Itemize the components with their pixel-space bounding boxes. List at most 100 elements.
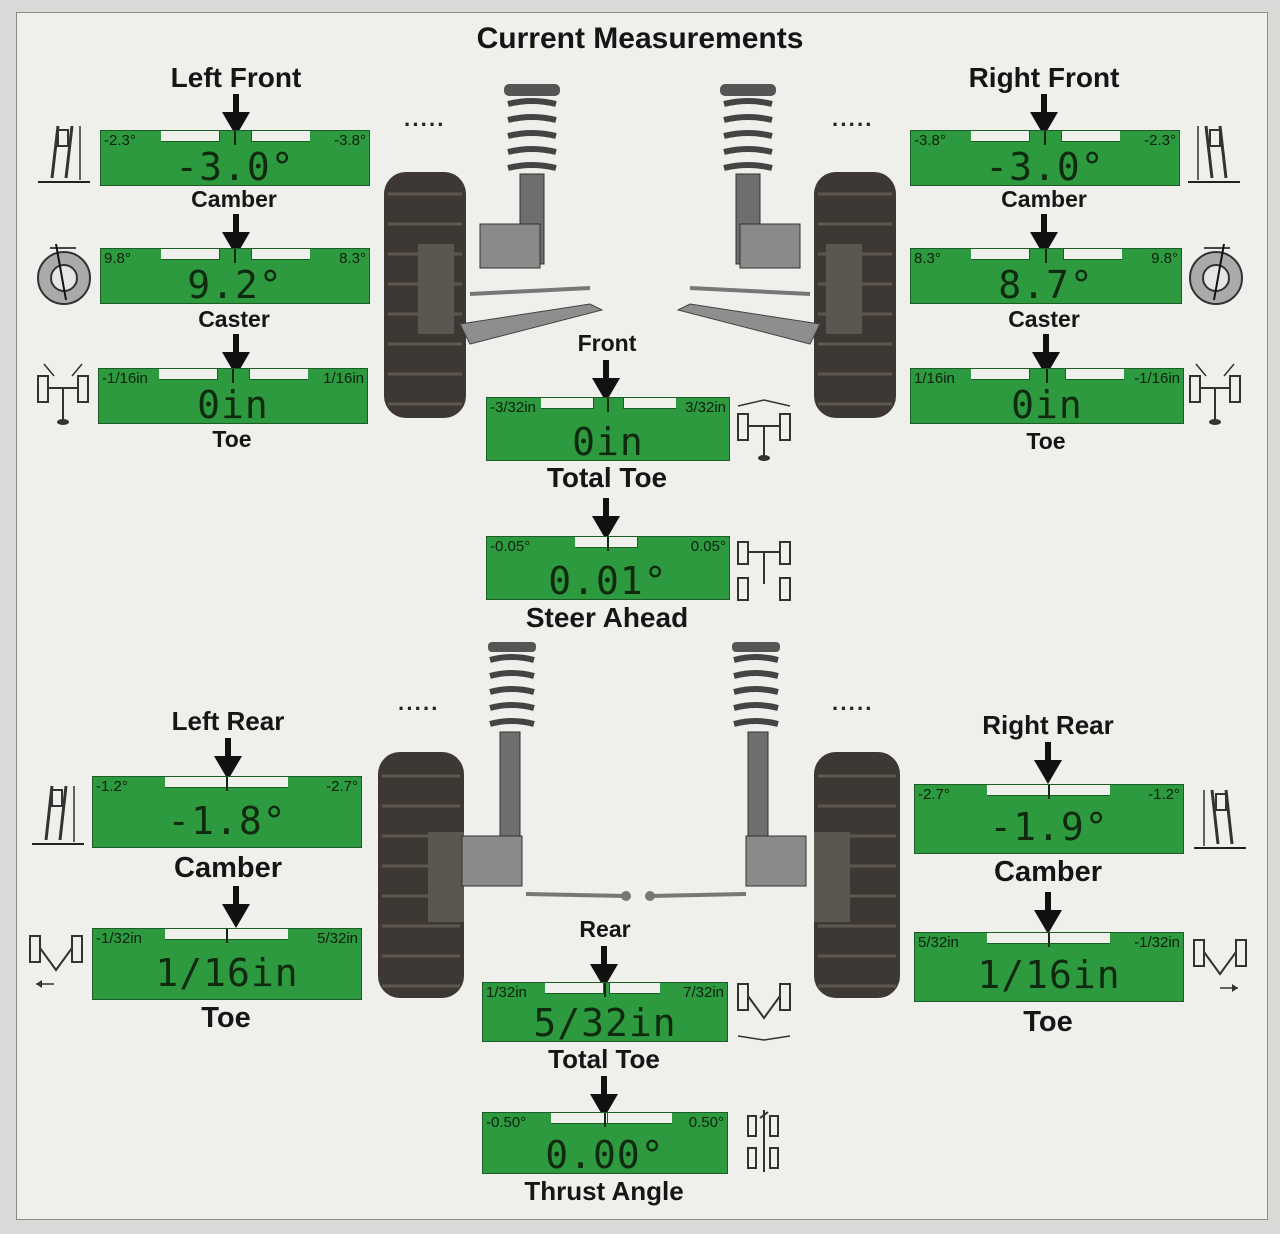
gauge-max: 5/32in (317, 930, 358, 947)
gauge-min: -3.8° (914, 132, 946, 149)
left-front-toe-gauge: -1/16in 1/16in 0in (98, 368, 368, 427)
gauge-value: 0in (1011, 383, 1083, 427)
gauge-max: 1/16in (323, 370, 364, 387)
gauge-max: -1.2° (1148, 786, 1180, 803)
gauge-min: -1/16in (102, 370, 148, 387)
left-rear-camber-label: Camber (174, 852, 282, 884)
steer-ahead-gauge: -0.05° 0.05° 0.01° (486, 536, 730, 603)
gauge-max: 0.05° (690, 538, 726, 555)
camber-diagram-icon (1194, 789, 1246, 849)
gauge-value: 0.01° (548, 559, 668, 603)
caster-diagram-icon (37, 243, 91, 305)
camber-diagram-icon (32, 785, 84, 845)
gauge-min: 8.3° (914, 250, 941, 267)
left-rear-camber-gauge: -1.2° -2.7° -1.8° (92, 776, 362, 848)
left-front-camber-gauge: -2.3° -3.8° -3.0° (100, 130, 370, 189)
left-front-caster-gauge: 9.8° 8.3° 9.2° (100, 248, 370, 307)
right-front-camber-label: Camber (1001, 186, 1087, 212)
left-front-toe-label: Toe (212, 426, 252, 452)
dotted-guide: ····· (404, 112, 446, 137)
gauge-value: 0in (197, 383, 269, 427)
gauge-value: 0.00° (545, 1133, 665, 1177)
gauge-min: -3/32in (490, 399, 536, 416)
gauge-max: -2.3° (1144, 132, 1176, 149)
gauge-value: 5/32in (533, 1001, 677, 1045)
front-suspension-illustration (384, 84, 896, 418)
gauge-max: 3/32in (685, 399, 726, 416)
rear-center-label: Rear (579, 916, 631, 942)
gauge-value: 0in (572, 420, 644, 464)
caster-diagram-icon (1189, 243, 1243, 305)
rear-total-toe-label: Total Toe (548, 1044, 660, 1074)
down-arrow-icon (222, 94, 250, 136)
gauge-max: -2.7° (326, 778, 358, 795)
dotted-guide: ····· (398, 696, 440, 721)
right-rear-label: Right Rear (982, 710, 1114, 740)
gauge-value: -1.9° (989, 805, 1109, 849)
front-total-toe-gauge: -3/32in 3/32in 0in (486, 397, 730, 464)
right-front-camber-gauge: -3.8° -2.3° -3.0° (910, 130, 1180, 189)
gauge-value: -3.0° (985, 145, 1105, 189)
down-arrow-icon (1034, 892, 1062, 934)
camber-diagram-icon (1188, 125, 1240, 183)
toe-diagram-icon (1193, 939, 1247, 992)
gauge-min: -1/32in (96, 930, 142, 947)
right-rear-toe-label: Toe (1023, 1006, 1073, 1038)
dotted-guide: ····· (832, 112, 874, 137)
gauge-min: 9.8° (104, 250, 131, 267)
toe-diagram-icon (1189, 363, 1241, 425)
gauge-max: 8.3° (339, 250, 366, 267)
left-front-camber-label: Camber (191, 186, 277, 212)
gauge-value: 1/16in (977, 953, 1121, 997)
gauge-min: 1/32in (486, 984, 527, 1001)
gauge-max: -1/16in (1134, 370, 1180, 387)
camber-diagram-icon (38, 125, 90, 183)
right-front-caster-gauge: 8.3° 9.8° 8.7° (910, 248, 1182, 307)
gauge-max: -3.8° (334, 132, 366, 149)
right-rear-camber-label: Camber (994, 856, 1102, 888)
thrust-angle-gauge: -0.50° 0.50° 0.00° (482, 1112, 728, 1177)
right-front-label: Right Front (968, 62, 1120, 93)
right-rear-camber-gauge: -2.7° -1.2° -1.9° (914, 784, 1184, 854)
total-toe-diagram-icon (737, 983, 791, 1041)
thrust-angle-label: Thrust Angle (524, 1176, 684, 1206)
gauge-min: 1/16in (914, 370, 955, 387)
gauge-value: -1.8° (167, 799, 287, 843)
gauge-value: 1/16in (155, 951, 299, 995)
steer-ahead-diagram-icon (737, 541, 791, 601)
front-total-toe-label: Total Toe (546, 462, 668, 493)
gauge-min: 5/32in (918, 934, 959, 951)
gauge-min: -0.50° (486, 1114, 527, 1131)
total-toe-diagram-icon (737, 399, 791, 461)
page-title: Current Measurements (476, 22, 804, 55)
left-rear-toe-label: Toe (201, 1002, 251, 1034)
gauge-max: 0.50° (688, 1114, 724, 1131)
gauge-value: 9.2° (187, 263, 283, 307)
front-center-label: Front (577, 330, 637, 356)
gauge-max: -1/32in (1134, 934, 1180, 951)
right-rear-toe-gauge: 5/32in -1/32in 1/16in (914, 932, 1184, 1002)
left-front-caster-label: Caster (198, 306, 270, 332)
down-arrow-icon (1030, 94, 1058, 136)
down-arrow-icon (1034, 742, 1062, 784)
right-front-toe-label: Toe (1026, 428, 1066, 454)
toe-diagram-icon (29, 935, 83, 988)
down-arrow-icon (222, 886, 250, 928)
gauge-max: 9.8° (1151, 250, 1178, 267)
gauge-min: -2.3° (104, 132, 136, 149)
right-front-toe-gauge: 1/16in -1/16in 0in (910, 368, 1184, 427)
down-arrow-icon (222, 334, 250, 376)
rear-suspension-illustration (378, 642, 900, 998)
gauge-value: -3.0° (175, 145, 295, 189)
right-front-caster-label: Caster (1008, 306, 1080, 332)
down-arrow-icon (590, 1076, 618, 1118)
thrust-angle-diagram-icon (747, 1110, 779, 1172)
gauge-value: 8.7° (998, 263, 1094, 307)
down-arrow-icon (1030, 214, 1058, 256)
left-front-label: Left Front (170, 62, 302, 93)
left-rear-toe-gauge: -1/32in 5/32in 1/16in (92, 928, 362, 1000)
gauge-max: 7/32in (683, 984, 724, 1001)
gauge-min: -0.05° (490, 538, 531, 555)
down-arrow-icon (592, 498, 620, 540)
dotted-guide: ····· (832, 696, 874, 721)
